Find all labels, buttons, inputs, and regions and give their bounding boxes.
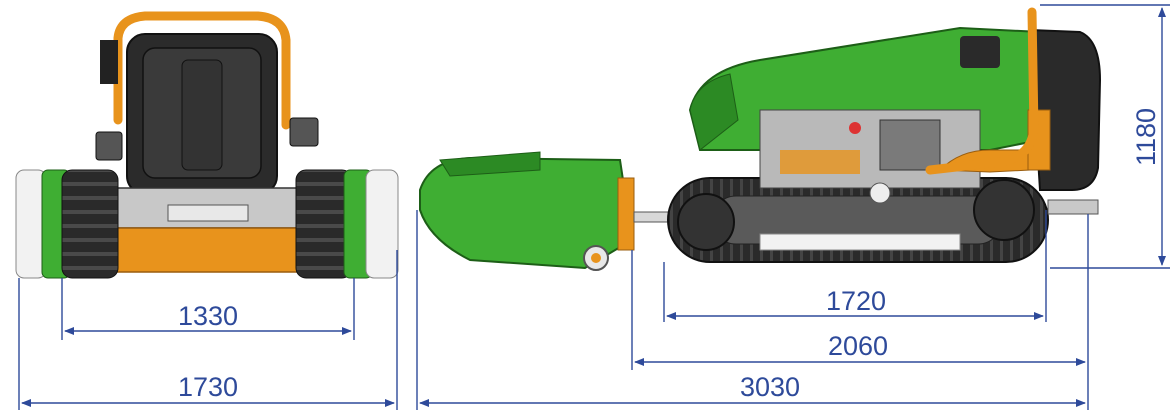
side-track [667,177,1049,263]
dim-label-2060: 2060 [828,331,888,361]
side-body [688,26,1102,204]
side-rear-hitch [1047,199,1099,215]
front-light-left [95,131,123,161]
side-view-machine [419,7,1102,271]
dim-label-1730: 1730 [178,372,238,402]
dim-label-3030: 3030 [740,372,800,402]
side-mower-deck [419,151,635,271]
front-light-right [289,117,319,147]
front-track-right [295,169,399,279]
front-track-left [15,169,119,279]
front-rollbar [113,11,291,130]
front-orange-frame [111,227,301,273]
dim-label-1720: 1720 [826,286,886,316]
front-view-machine [15,11,399,279]
dim-label-1180: 1180 [1131,108,1161,166]
side-rollbar [925,7,1039,175]
dimension-lines [18,4,1170,410]
dim-label-1330: 1330 [178,301,238,331]
